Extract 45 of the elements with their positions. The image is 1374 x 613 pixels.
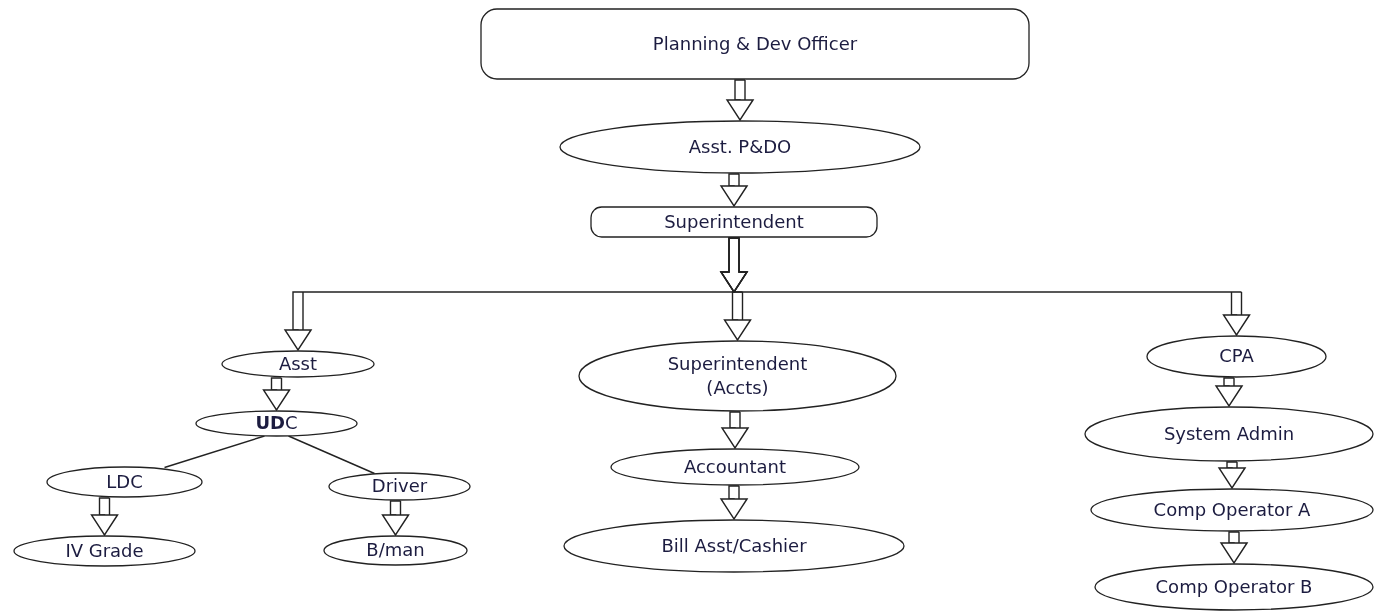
ellipse-node (563, 519, 905, 573)
ellipse-node (578, 340, 897, 412)
ellipse-node (1090, 488, 1374, 532)
node-label: Bill Asst/Cashier (661, 533, 807, 558)
block-arrow (90, 497, 119, 536)
block-arrow (1218, 461, 1246, 489)
node-label: Asst (278, 351, 318, 376)
node-label: Driver (371, 474, 428, 499)
rounded-box (480, 8, 1030, 80)
node-label: System Admin (1163, 421, 1295, 446)
ellipse-node (323, 535, 468, 566)
ellipse-node (46, 466, 203, 498)
node-label: B/man (366, 538, 425, 563)
node-label: Asst. P&DO (688, 134, 792, 159)
ellipse-node (195, 410, 358, 437)
block-arrow (381, 500, 410, 536)
block-arrow (721, 411, 749, 449)
ellipse-node (1094, 563, 1374, 611)
block-arrow (1220, 531, 1248, 564)
connector-line (287, 435, 376, 475)
node-label: Superintendent (Accts) (666, 351, 809, 400)
block-arrow (726, 79, 754, 121)
block-arrow (720, 173, 748, 207)
node-label: LDC (106, 469, 143, 494)
connector-line (163, 435, 266, 469)
block-arrow (262, 377, 291, 411)
node-label: CPA (1219, 344, 1254, 369)
node-label: Accountant (683, 454, 787, 479)
ellipse-node (221, 350, 375, 378)
node-label: Comp Operator A (1153, 497, 1311, 522)
ellipse-node (328, 472, 471, 501)
rounded-box (590, 206, 878, 238)
block-arrow (1215, 377, 1243, 407)
ellipse-node (610, 448, 860, 486)
node-label: Superintendent (664, 209, 804, 234)
block-arrow (719, 237, 1251, 336)
node-label: UDC (255, 411, 298, 436)
ellipse-node (1146, 335, 1327, 378)
block-arrow (720, 485, 748, 520)
ellipse-node (13, 535, 196, 567)
ellipse-node (1084, 406, 1374, 462)
node-label: Planning & Dev Officer (652, 31, 858, 56)
node-label: IV Grade (65, 538, 144, 563)
ellipse-node (559, 120, 921, 174)
node-label: Comp Operator B (1155, 574, 1313, 599)
